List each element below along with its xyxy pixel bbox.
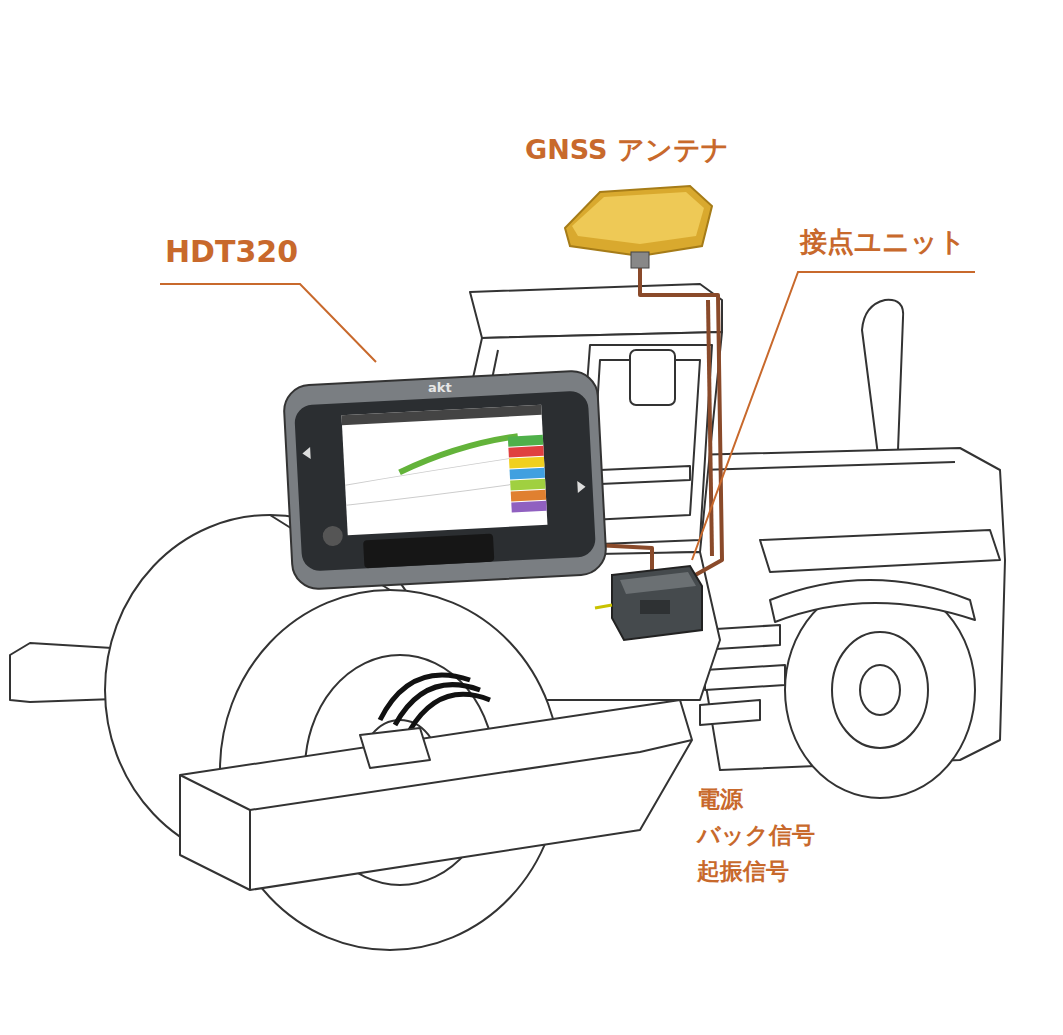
callout-label: 起振信号 xyxy=(697,858,789,886)
callout-label: akt xyxy=(428,380,452,396)
callout-label: HDT320 xyxy=(165,234,298,270)
callout-label: バック信号 xyxy=(697,822,815,850)
callout-label: GNSS アンテナ xyxy=(525,134,729,166)
leader-line xyxy=(160,272,975,560)
contact-unit xyxy=(595,566,702,640)
callout-label: 接点ユニット xyxy=(800,226,966,258)
gnss-antenna xyxy=(565,186,712,268)
roller-body xyxy=(10,284,1005,950)
hdt320-tablet xyxy=(283,370,607,590)
callout-label: 電源 xyxy=(697,786,743,814)
